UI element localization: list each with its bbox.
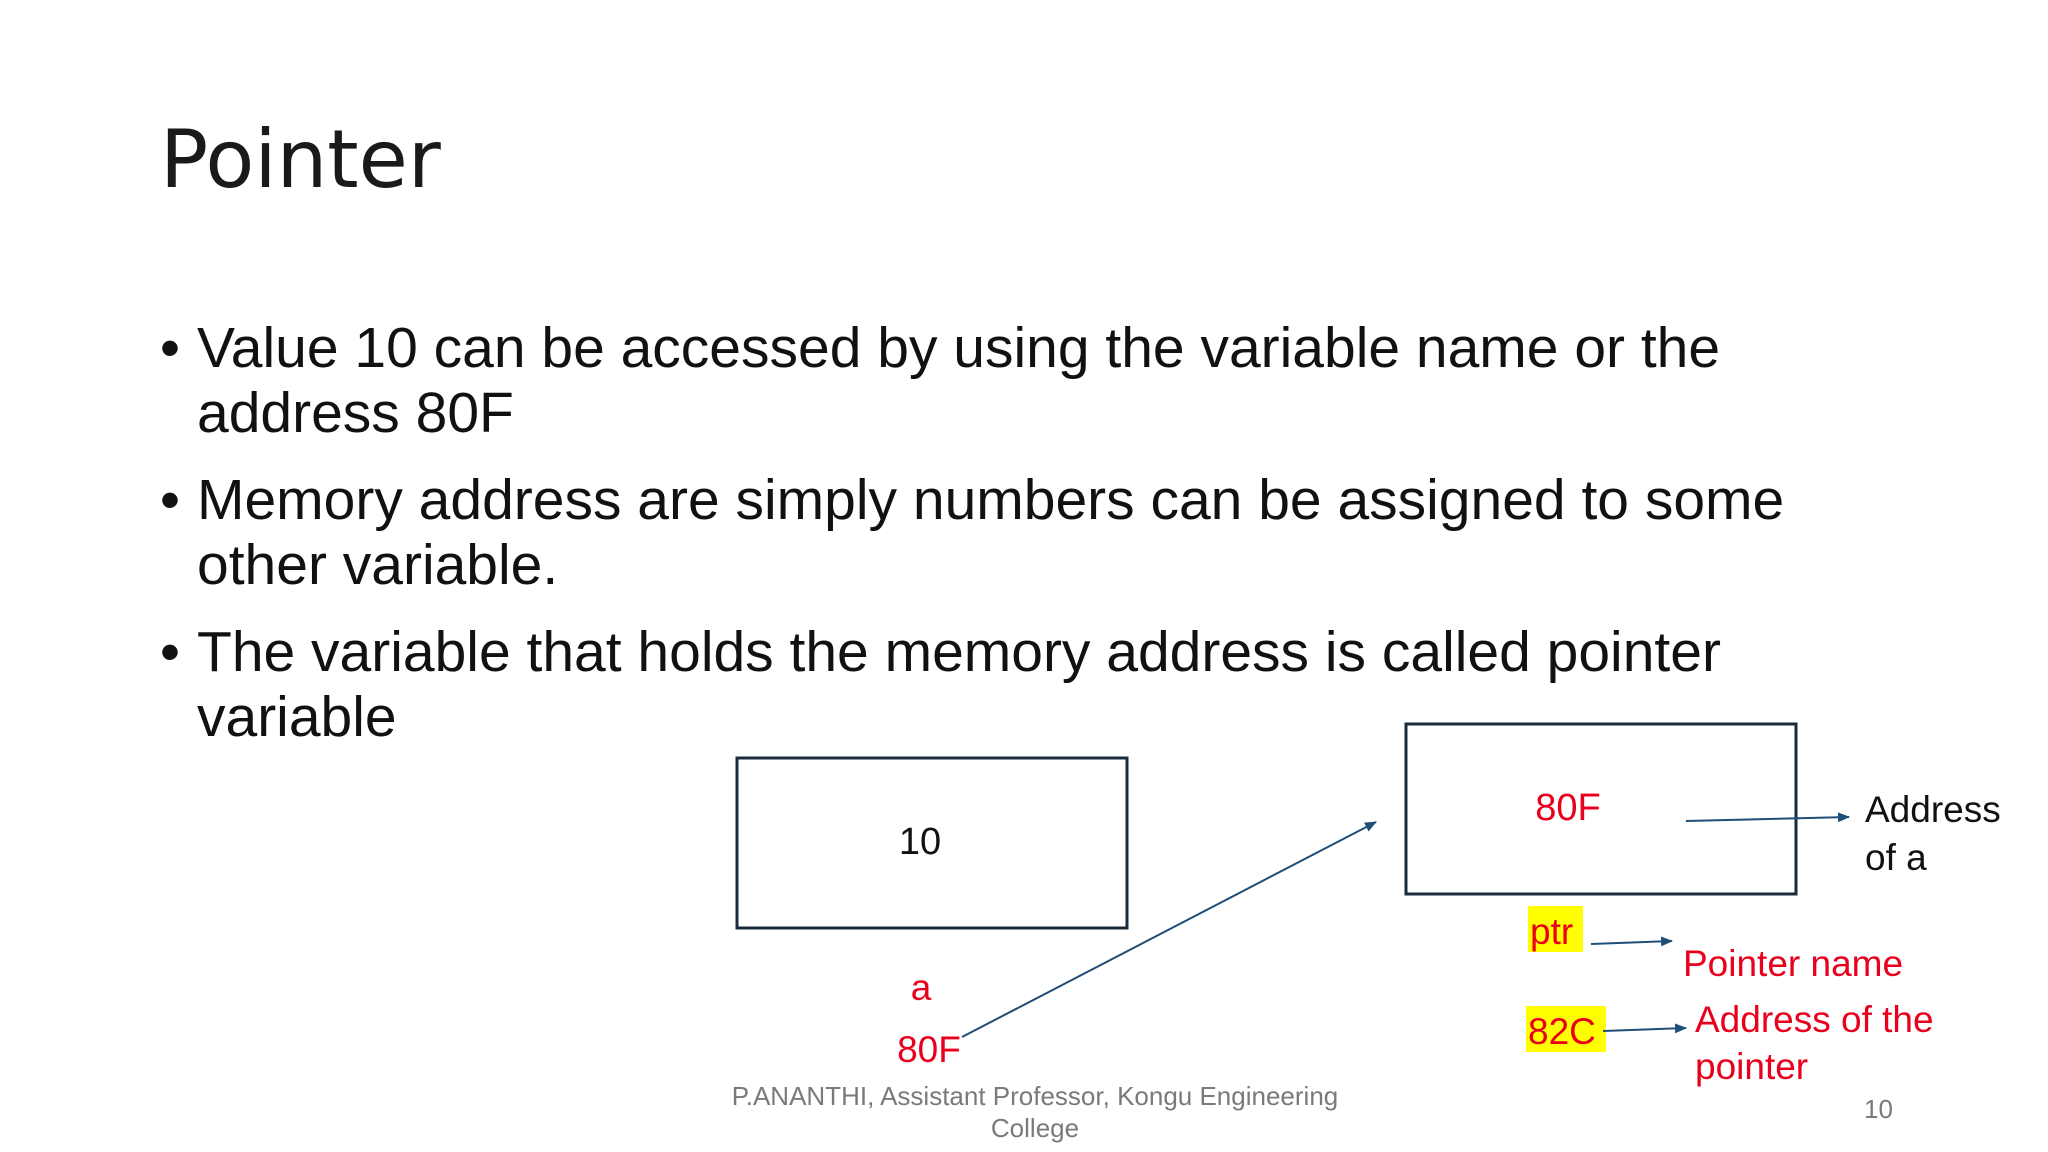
variable-address: 80F <box>897 1029 961 1070</box>
footer-author-line: College <box>990 1113 1080 1143</box>
footer-author-line: P.ANANTHI, Assistant Professor, Kongu En… <box>731 1081 1339 1111</box>
pointer-address: 82C <box>1528 1011 1596 1052</box>
bullet-item: • The variable that holds the memory add… <box>160 620 1920 750</box>
bullet-text-line: Memory address are simply numbers can be… <box>197 468 1785 532</box>
page-number: 10 <box>1864 1094 1893 1124</box>
bullet-text-line: address 80F <box>197 381 514 445</box>
value-caption-line: of a <box>1865 837 1927 878</box>
bullet-text-line: Value 10 can be accessed by using the va… <box>197 316 1721 380</box>
bullet-item: • Value 10 can be accessed by using the … <box>160 316 1920 446</box>
bullet-marker: • <box>160 468 180 532</box>
bullet-text-line: variable <box>197 685 397 749</box>
bullet-marker: • <box>160 316 180 380</box>
pointer-name: ptr <box>1530 911 1573 952</box>
address-to-pointer-arrow <box>961 821 1377 1038</box>
variable-value: 10 <box>899 821 941 863</box>
value-caption-arrow <box>1685 812 1850 823</box>
pointer-value: 80F <box>1535 787 1600 829</box>
pointer-address-caption-line: pointer <box>1695 1046 1808 1087</box>
pointer-address-highlight <box>1526 1006 1606 1052</box>
bullet-marker: • <box>160 620 180 684</box>
bullet-item: • Memory address are simply numbers can … <box>160 468 1920 598</box>
pointer-box <box>1404 722 1798 896</box>
bullet-text-line: The variable that holds the memory addre… <box>197 620 1721 684</box>
variable-name: a <box>911 967 932 1008</box>
pointer-name-arrow <box>1590 936 1673 947</box>
bullet-list: • Value 10 can be accessed by using the … <box>160 316 1920 772</box>
variable-box <box>735 756 1129 930</box>
pointer-name-highlight <box>1528 906 1583 952</box>
bullet-text-line: other variable. <box>197 533 559 597</box>
slide-footer: P.ANANTHI, Assistant Professor, Kongu En… <box>710 1080 1360 1144</box>
slide-title: Pointer <box>160 113 441 206</box>
value-caption-line: Address <box>1865 789 2001 830</box>
pointer-name-caption: Pointer name <box>1683 943 1903 984</box>
pointer-address-arrow <box>1602 1023 1687 1034</box>
pointer-address-caption-line: Address of the <box>1695 999 1934 1040</box>
